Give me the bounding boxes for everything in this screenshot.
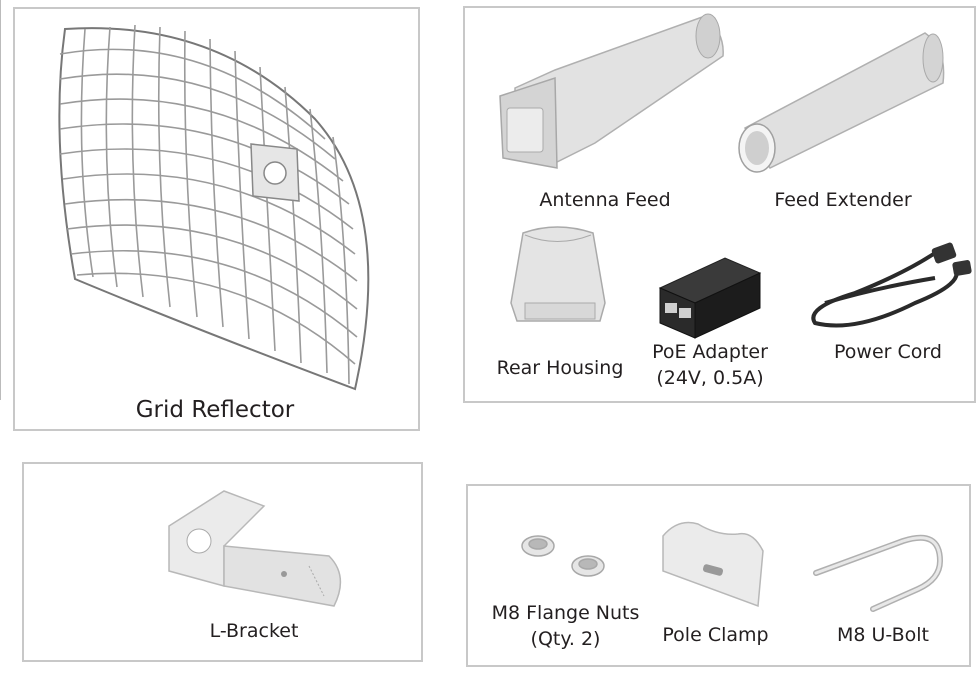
l-bracket-image xyxy=(168,490,342,607)
panel-l-bracket: L-Bracket xyxy=(22,462,423,662)
edge-mark xyxy=(0,0,1,400)
antenna-feed-image xyxy=(499,13,724,169)
label-m8-flange-nuts-qty: (Qty. 2) xyxy=(530,628,601,650)
rear-housing-image xyxy=(510,226,606,322)
label-feed-extender: Feed Extender xyxy=(774,189,912,211)
grid-reflector-image xyxy=(58,24,370,391)
label-power-cord: Power Cord xyxy=(834,341,942,363)
label-antenna-feed: Antenna Feed xyxy=(539,189,671,211)
label-l-bracket: L-Bracket xyxy=(209,620,299,642)
label-rear-housing: Rear Housing xyxy=(496,357,624,379)
panel-hardware: M8 Flange Nuts (Qty. 2) Pole Clamp M8 U-… xyxy=(466,484,971,667)
power-cord-image xyxy=(811,242,972,328)
feed-extender-image xyxy=(738,32,945,173)
m8-flange-nuts-image xyxy=(521,535,605,577)
poe-adapter-image xyxy=(658,257,762,339)
m8-u-bolt-image xyxy=(813,534,944,612)
label-poe-adapter-spec: (24V, 0.5A) xyxy=(656,367,764,389)
pole-clamp-image xyxy=(662,521,764,608)
label-poe-adapter: PoE Adapter xyxy=(652,341,768,363)
panel-feed-components: Antenna Feed Feed Extender Rear Housing … xyxy=(463,6,976,403)
panel-grid-reflector: Grid Reflector xyxy=(13,7,420,431)
label-grid-reflector: Grid Reflector xyxy=(135,397,295,423)
label-pole-clamp: Pole Clamp xyxy=(662,624,769,646)
label-m8-flange-nuts: M8 Flange Nuts xyxy=(491,602,640,624)
label-m8-u-bolt: M8 U-Bolt xyxy=(837,624,929,646)
